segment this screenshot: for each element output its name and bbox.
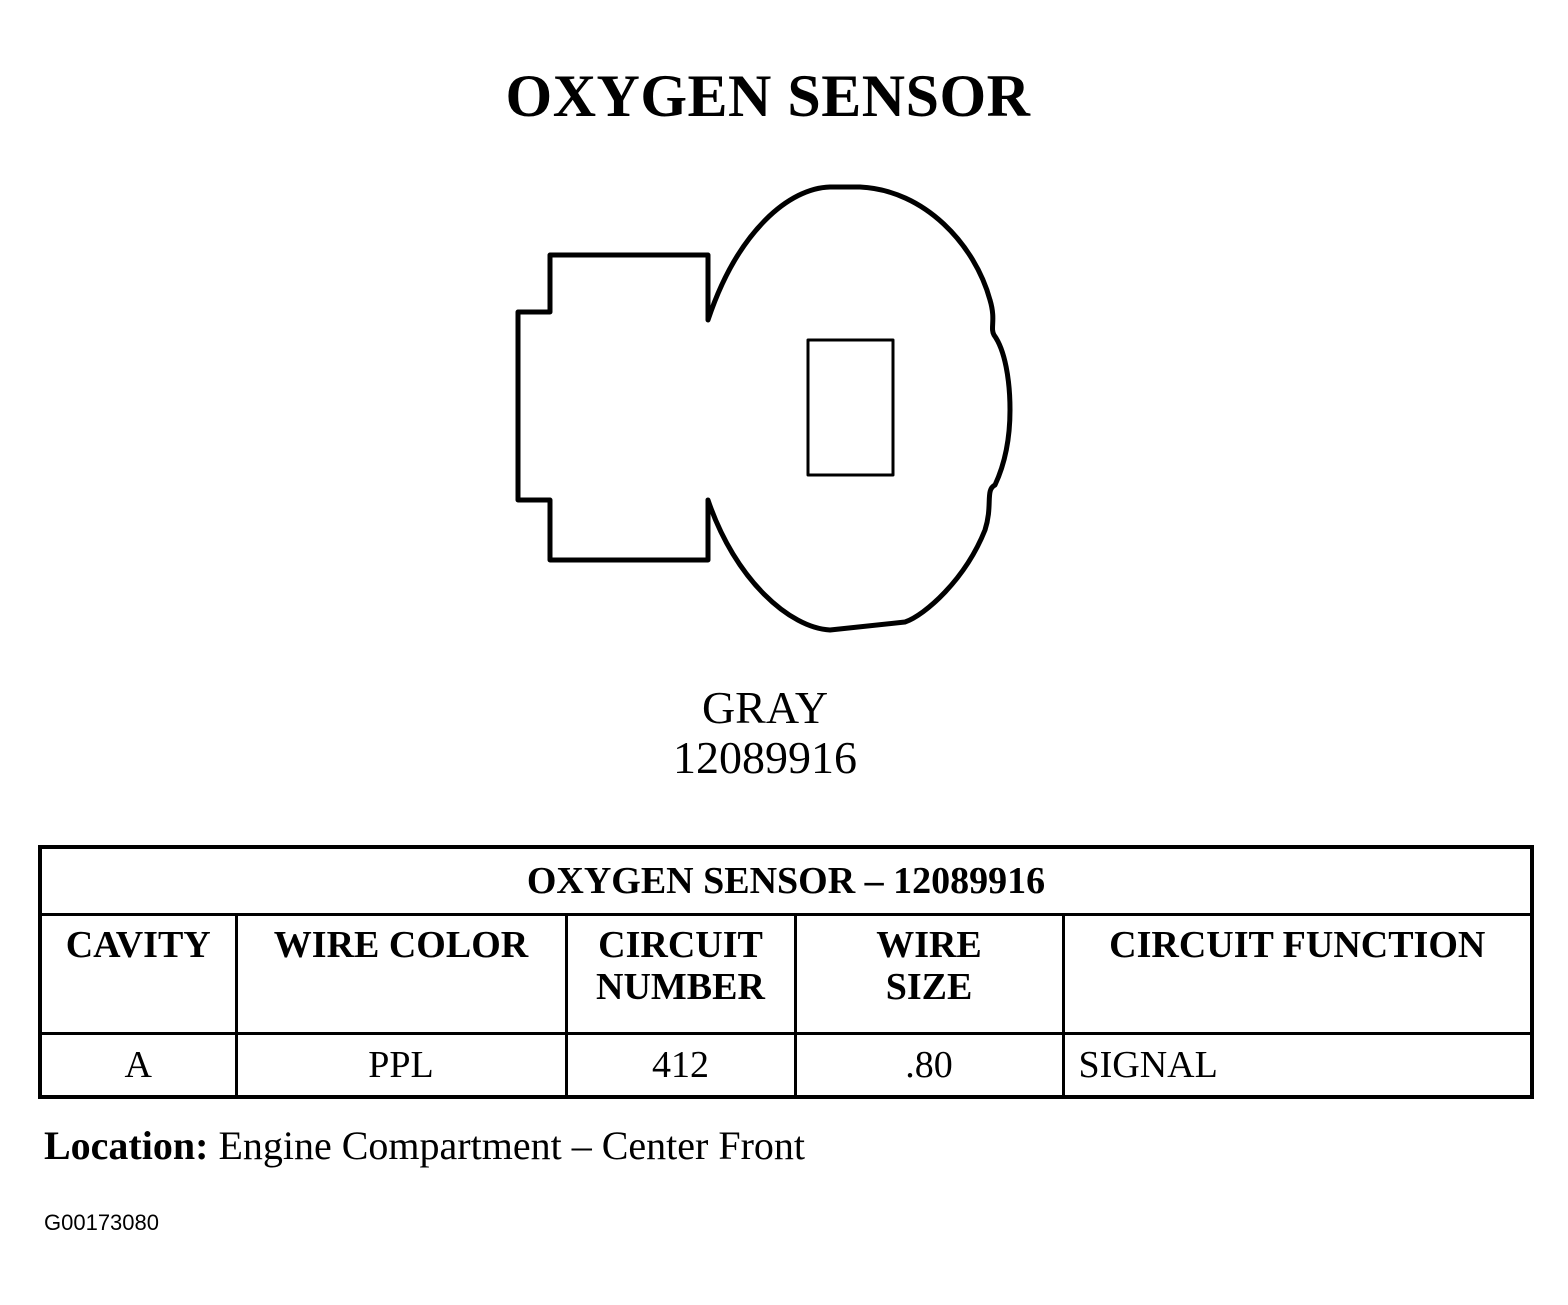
location-line: Location: Engine Compartment – Center Fr… <box>44 1122 805 1169</box>
page-title: OXYGEN SENSOR <box>505 63 1031 129</box>
header-wire-size: WIRE SIZE <box>793 913 1065 1035</box>
header-circuit-number-line2: NUMBER <box>596 966 765 1008</box>
connector-color-label: GRAY <box>701 682 829 733</box>
header-circuit-number: CIRCUIT NUMBER <box>564 913 797 1035</box>
connector-part-number: 12089916 <box>673 732 857 783</box>
cell-wire-color: PPL <box>234 1032 568 1099</box>
cell-circuit-number: 412 <box>564 1032 797 1099</box>
header-wire-color: WIRE COLOR <box>234 913 568 1035</box>
cell-wire-size: .80 <box>793 1032 1065 1099</box>
table-row: A PPL 412 .80 SIGNAL <box>38 1032 1534 1099</box>
location-label: Location: <box>44 1123 209 1168</box>
header-circuit-function: CIRCUIT FUNCTION <box>1061 913 1534 1035</box>
terminal-cavity-a <box>806 338 895 477</box>
table-caption: OXYGEN SENSOR – 12089916 <box>38 845 1534 916</box>
header-circuit-number-line1: CIRCUIT <box>598 924 763 966</box>
header-wire-size-line1: WIRE <box>876 924 982 966</box>
pinout-table: OXYGEN SENSOR – 12089916 CAVITY WIRE COL… <box>38 845 1534 1099</box>
header-wire-size-line2: SIZE <box>885 966 973 1008</box>
cell-circuit-function: SIGNAL <box>1061 1032 1534 1099</box>
connector-face-diagram <box>515 184 1013 633</box>
header-cavity: CAVITY <box>38 913 238 1035</box>
cell-cavity: A <box>38 1032 238 1099</box>
connector-body-outline <box>515 184 1013 633</box>
location-value: Engine Compartment – Center Front <box>218 1123 805 1168</box>
figure-id: G00173080 <box>44 1210 159 1235</box>
